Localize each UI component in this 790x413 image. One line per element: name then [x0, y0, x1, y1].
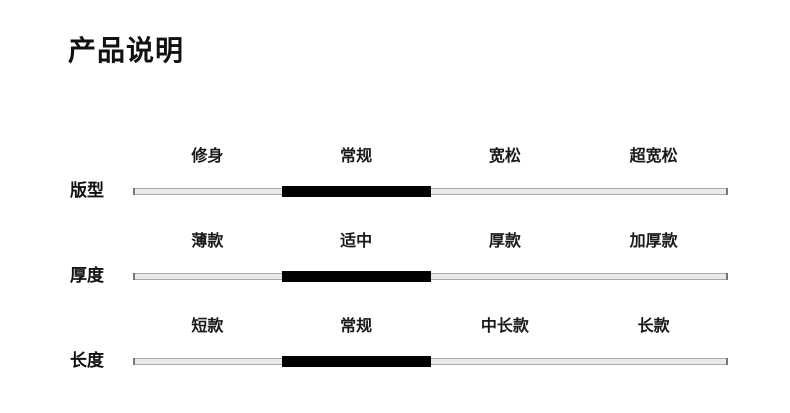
- scale-option[interactable]: 长款: [637, 318, 670, 335]
- spec-scale-length[interactable]: 短款 常规 中长款 长款: [133, 312, 728, 372]
- scale-option[interactable]: 薄款: [191, 233, 224, 250]
- scale-option[interactable]: 修身: [191, 148, 224, 165]
- spec-row: 版型 修身 常规 宽松 超宽松: [0, 142, 790, 227]
- scale-option[interactable]: 厚款: [488, 233, 521, 250]
- scale-option[interactable]: 超宽松: [629, 148, 678, 165]
- scale-option[interactable]: 宽松: [488, 148, 521, 165]
- spec-list: 版型 修身 常规 宽松 超宽松 厚度 薄款 适中 厚款 加厚款: [0, 142, 790, 397]
- scale-track[interactable]: [133, 188, 728, 195]
- page-title: 产品说明: [68, 35, 185, 66]
- spec-scale-fit[interactable]: 修身 常规 宽松 超宽松: [133, 142, 728, 202]
- scale-option-labels: 薄款 适中 厚款 加厚款: [133, 231, 728, 253]
- spec-scale-thickness[interactable]: 薄款 适中 厚款 加厚款: [133, 227, 728, 287]
- scale-track[interactable]: [133, 273, 728, 280]
- scale-option[interactable]: 常规: [340, 318, 373, 335]
- spec-label-thickness: 厚度: [70, 266, 104, 285]
- scale-option[interactable]: 中长款: [480, 318, 529, 335]
- scale-track[interactable]: [133, 358, 728, 365]
- scale-option[interactable]: 适中: [340, 233, 373, 250]
- scale-option[interactable]: 常规: [340, 148, 373, 165]
- spec-row: 厚度 薄款 适中 厚款 加厚款: [0, 227, 790, 312]
- scale-option-labels: 短款 常规 中长款 长款: [133, 316, 728, 338]
- scale-selected-segment: [281, 186, 431, 197]
- spec-row: 长度 短款 常规 中长款 长款: [0, 312, 790, 397]
- scale-option[interactable]: 加厚款: [629, 233, 678, 250]
- spec-label-fit: 版型: [70, 181, 104, 200]
- scale-selected-segment: [281, 271, 431, 282]
- scale-selected-segment: [281, 356, 431, 367]
- scale-option[interactable]: 短款: [191, 318, 224, 335]
- spec-label-length: 长度: [70, 351, 104, 370]
- scale-option-labels: 修身 常规 宽松 超宽松: [133, 146, 728, 168]
